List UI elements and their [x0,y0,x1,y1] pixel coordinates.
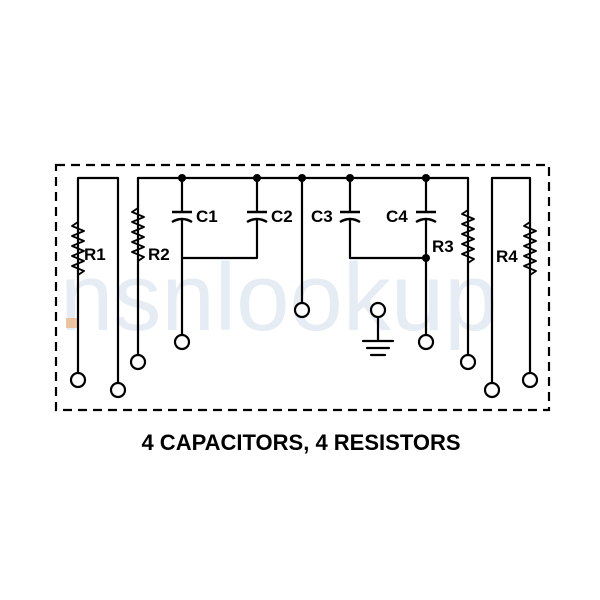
terminal-r4-b [521,371,539,389]
r4-wire [490,176,532,385]
label-r2: R2 [148,245,170,264]
label-c2: C2 [271,207,293,226]
junction-dot-c1 [178,174,186,182]
junction-dot-c3 [346,174,354,182]
junction-dot-c2 [253,174,261,182]
terminal-r4-a [483,381,501,399]
label-c1: C1 [196,207,218,226]
c2-bottom-wire [180,218,259,260]
label-c3: C3 [311,207,333,226]
resistor-r2 [131,207,145,262]
label-r3: R3 [432,237,454,256]
junction-dot-c3-c4 [422,254,430,262]
resistor-r1 [71,221,85,276]
terminal-ground [369,301,387,319]
terminal-r1-b [109,381,127,399]
junction-dot-center [298,174,306,182]
watermark-text: nsnlookup [60,244,498,351]
terminal-r3 [459,353,477,371]
terminal-r1-a [69,371,87,389]
terminal-center [293,301,311,319]
junction-dot-c4 [422,174,430,182]
terminal-c4 [417,333,435,351]
c3-bottom-wire [348,218,428,260]
watermark-accent [66,318,78,328]
diagram-caption: 4 CAPACITORS, 4 RESISTORS [141,430,460,455]
label-c4: C4 [386,207,408,226]
terminal-r2 [129,353,147,371]
resistor-r4 [523,221,537,276]
component-enclosure [54,163,551,412]
terminal-c1 [173,333,191,351]
resistor-r3 [461,209,475,264]
label-r4: R4 [496,247,518,266]
label-r1: R1 [84,245,106,264]
